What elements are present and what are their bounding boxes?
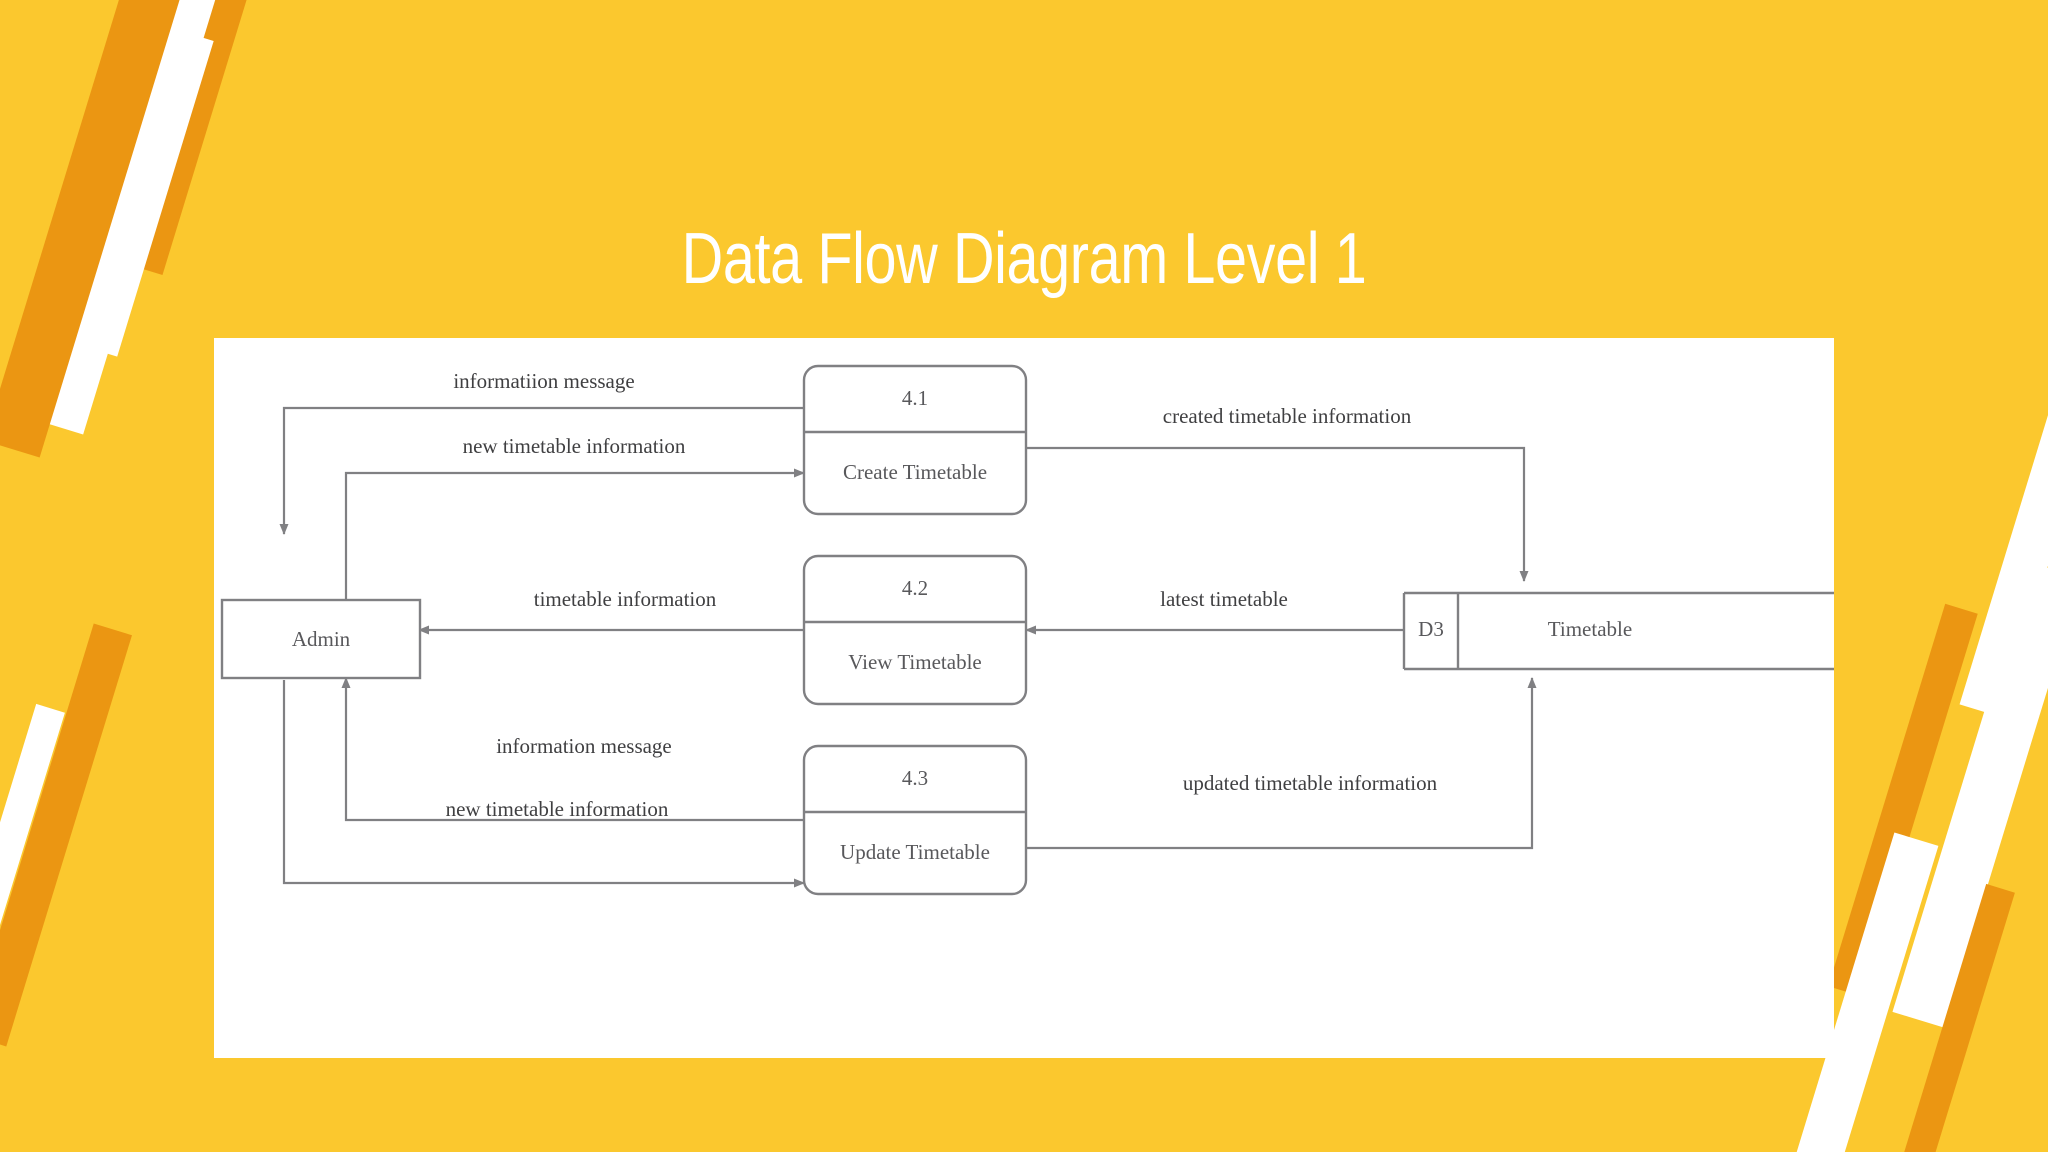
flow-label-new-timetable-information: new timetable information — [463, 434, 686, 458]
flow-information-message — [341, 677, 810, 822]
decorative-stripe — [0, 0, 186, 458]
flow-created-timetable-information — [1019, 446, 1529, 582]
process-4-2-number: 4.2 — [902, 576, 928, 600]
datastore-d3-code: D3 — [1418, 617, 1444, 641]
flow-label-latest-timetable: latest timetable — [1160, 587, 1288, 611]
decorative-stripe — [0, 703, 65, 1077]
flow-label-informatiion-message: informatiion message — [453, 369, 634, 393]
flow-label-created-timetable-information: created timetable information — [1163, 404, 1412, 428]
process-4-3-number: 4.3 — [902, 766, 928, 790]
flow-label-information-message: information message — [496, 734, 672, 758]
entity-admin-label: Admin — [292, 627, 351, 651]
decorative-stripe — [1828, 603, 1978, 997]
datastore-d3[interactable]: D3 Timetable — [1402, 591, 1834, 671]
slide-title-line-1: Data Flow Diagram Level 1 — [681, 219, 1367, 300]
process-4-2-label: View Timetable — [848, 650, 982, 674]
decorative-stripe — [1959, 302, 2048, 718]
flow-label-new-timetable-information-update: new timetable information — [446, 797, 669, 821]
process-4-2[interactable]: 4.2 View Timetable — [802, 554, 1028, 706]
decorative-stripe — [92, 33, 214, 357]
flow-label-updated-timetable-information: updated timetable information — [1183, 771, 1438, 795]
process-4-1[interactable]: 4.1 Create Timetable — [802, 364, 1028, 516]
process-4-1-number: 4.1 — [902, 386, 928, 410]
flow-updated-timetable-information — [1026, 677, 1537, 850]
decorative-stripe — [1892, 562, 2048, 1028]
datastore-d3-label: Timetable — [1548, 617, 1632, 641]
process-4-1-label: Create Timetable — [843, 460, 987, 484]
process-4-3-label: Update Timetable — [840, 840, 990, 864]
flow-new-timetable-information-update — [282, 680, 805, 888]
flow-label-timetable-information: timetable information — [534, 587, 717, 611]
diagram-canvas: informatiion message new timetable infor… — [214, 338, 1834, 1058]
decorative-stripe — [1875, 883, 2015, 1152]
decorative-stripe — [0, 623, 132, 1047]
process-4-3[interactable]: 4.3 Update Timetable — [802, 744, 1028, 896]
flow-informatiion-message — [279, 406, 814, 535]
entity-admin[interactable]: Admin — [220, 598, 422, 680]
flow-new-timetable-information-create — [344, 468, 805, 600]
